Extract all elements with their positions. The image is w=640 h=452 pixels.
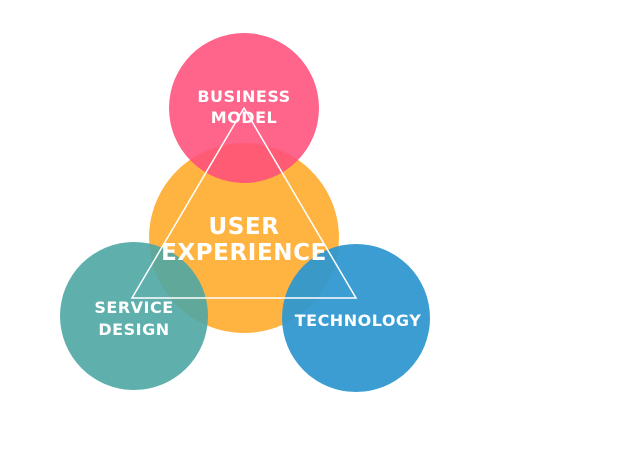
business-model-label-line1: BUSINESS — [197, 87, 290, 106]
service-design-circle — [60, 242, 208, 390]
user-experience-label-line1: USER — [208, 214, 279, 240]
service-design-label-line1: SERVICE — [94, 298, 173, 317]
technology-circle — [282, 244, 430, 392]
technology-label: TECHNOLOGY — [295, 311, 422, 330]
service-design-label-line2: DESIGN — [98, 320, 169, 339]
business-model-label-line2: MODEL — [211, 108, 277, 127]
connecting-triangle — [130, 106, 358, 299]
user-experience-label-line2: EXPERIENCE — [161, 240, 327, 266]
